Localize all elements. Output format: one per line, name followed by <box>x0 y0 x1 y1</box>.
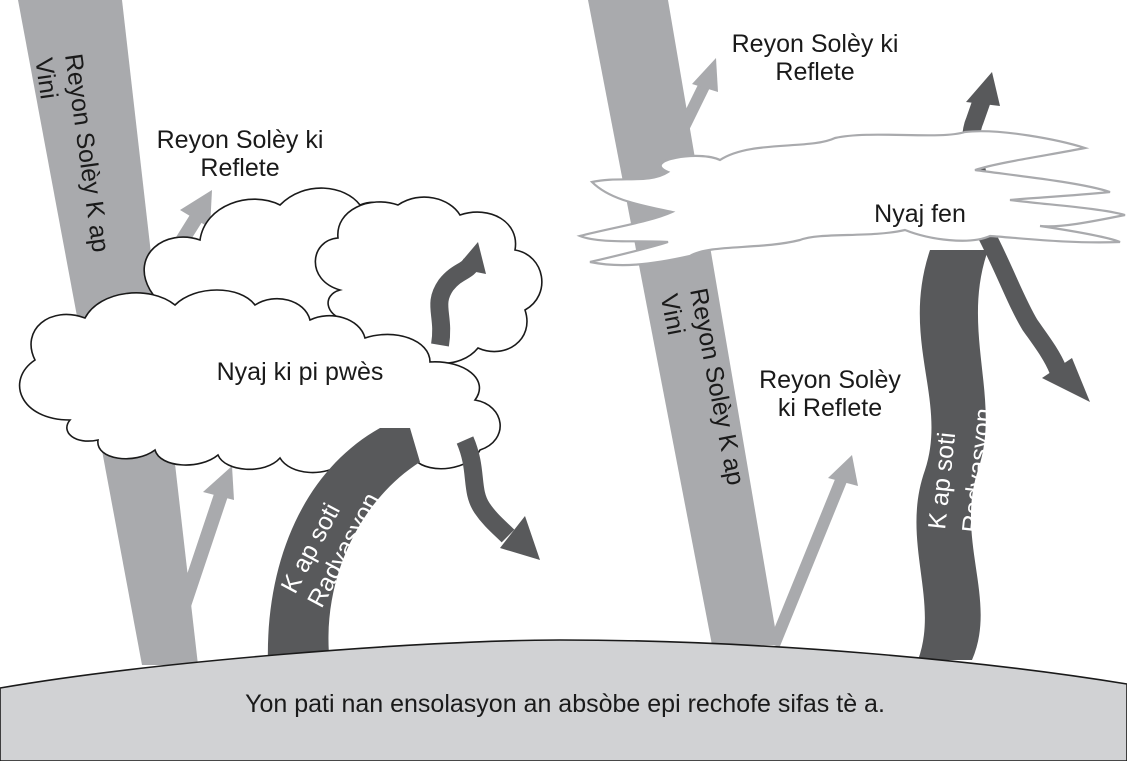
ground: Yon pati nan ensolasyon an absòbe epi re… <box>0 639 1127 761</box>
left-reflected-arrow-bottom <box>157 466 234 668</box>
right-radiation-down-arrow <box>977 227 1090 402</box>
left-radiation-up-arrow <box>430 242 486 347</box>
right-reflected-arrow-bottom <box>768 455 858 648</box>
right-outgoing-radiation-band <box>916 250 988 660</box>
left-cloud-label: Nyaj ki pi pwès <box>217 358 384 386</box>
ground-surface <box>0 639 1127 761</box>
right-incoming-sunlight-beam <box>588 0 778 645</box>
ground-label: Yon pati nan ensolasyon an absòbe epi re… <box>245 690 885 718</box>
left-outgoing-radiation-band <box>267 428 420 665</box>
right-thin-cloud <box>576 130 1126 267</box>
left-thick-cloud <box>18 289 501 475</box>
right-cloud-label: Nyaj fen <box>874 200 966 228</box>
right-reflected-arrow-top <box>674 58 718 138</box>
left-radiation-down-arrow <box>456 436 540 560</box>
